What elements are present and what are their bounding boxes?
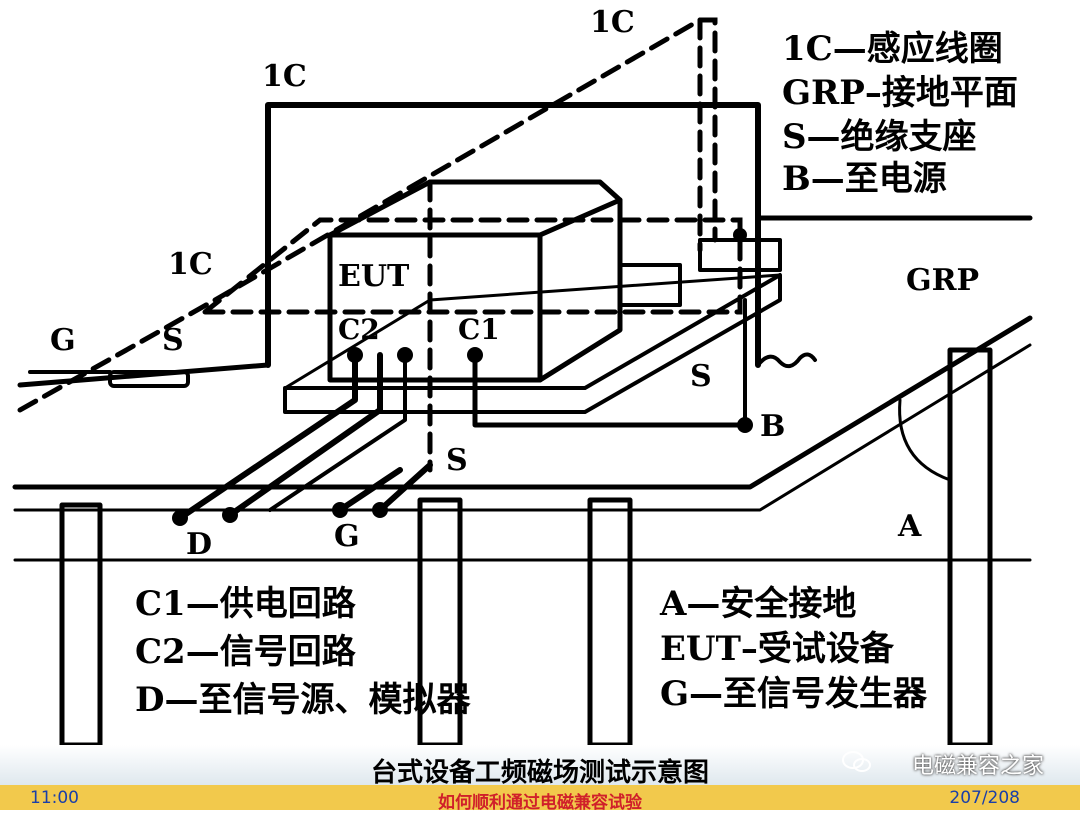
connector-block — [618, 263, 682, 307]
cable-g — [337, 467, 403, 513]
footer-time: 11:00 — [30, 788, 79, 808]
label-a: A — [898, 509, 922, 544]
table-front-edge — [13, 343, 1032, 512]
label-s-left: S — [162, 323, 184, 358]
induction-coil-dashed-plane — [202, 217, 743, 315]
terminal-b — [737, 417, 753, 433]
connector-c1 — [467, 347, 483, 363]
legend-item: C2—信号回路 — [135, 632, 356, 672]
cable-d-1 — [177, 352, 358, 521]
label-s-right: S — [690, 359, 712, 394]
induction-coil-solid — [265, 102, 761, 368]
label-coil-mid: 1C — [262, 59, 307, 94]
slide-footer: 11:00 如何顺利通过电磁兼容试验 207/208 — [0, 785, 1080, 813]
table-leg-2 — [417, 497, 463, 745]
label-grp: GRP — [906, 263, 980, 298]
legend-item: EUT–受试设备 — [660, 629, 894, 669]
legend-item: A—安全接地 — [660, 584, 857, 624]
terminal-d-2 — [222, 507, 238, 523]
table-leg-1 — [59, 502, 103, 745]
table-top — [12, 315, 1033, 490]
legend-item: D—至信号源、模拟器 — [135, 680, 471, 720]
label-d: D — [186, 527, 213, 562]
induction-coil-dashed-top — [212, 17, 718, 303]
support-platform — [283, 273, 782, 414]
footer-title: 如何顺利通过电磁兼容试验 — [438, 793, 642, 813]
page-number: 207/208 — [949, 788, 1020, 808]
table-leg-3 — [587, 497, 633, 745]
legend-item: B—至电源 — [782, 159, 947, 199]
cable-d-2 — [227, 352, 383, 518]
label-b: B — [760, 409, 786, 444]
leg-4-curve — [898, 398, 952, 482]
label-eut: EUT — [338, 259, 410, 294]
wechat-icon — [842, 751, 871, 772]
label-coil-top: 1C — [590, 5, 635, 40]
label-coil-left: 1C — [168, 247, 213, 282]
caption-strip — [0, 745, 1080, 785]
label-g-bottom: G — [334, 519, 360, 554]
label-s-bottom: S — [446, 443, 468, 478]
figure-caption: 台式设备工频磁场测试示意图 — [370, 758, 709, 788]
terminal-g-2 — [372, 502, 388, 518]
label-c2: C2 — [338, 313, 380, 346]
legend-item: GRP–接地平面 — [782, 73, 1018, 113]
cable-d-3 — [268, 353, 407, 512]
label-g-left: G — [50, 323, 76, 358]
terminal-d-1 — [172, 510, 188, 526]
watermark: 电磁兼容之家 — [911, 754, 1044, 779]
test-setup-diagram — [12, 17, 1033, 745]
legend-item: 1C—感应线圈 — [782, 29, 1003, 69]
legend-item: S—绝缘支座 — [782, 117, 977, 157]
legend-item: C1—供电回路 — [135, 584, 356, 624]
terminal-g-1 — [332, 502, 348, 518]
legend-item: G—至信号发生器 — [660, 674, 928, 714]
connector-c2-2 — [397, 347, 413, 363]
table-leg-4 — [947, 347, 993, 745]
cable-c1 — [472, 352, 748, 428]
connector-c2-1 — [347, 347, 363, 363]
label-c1: C1 — [458, 313, 500, 346]
